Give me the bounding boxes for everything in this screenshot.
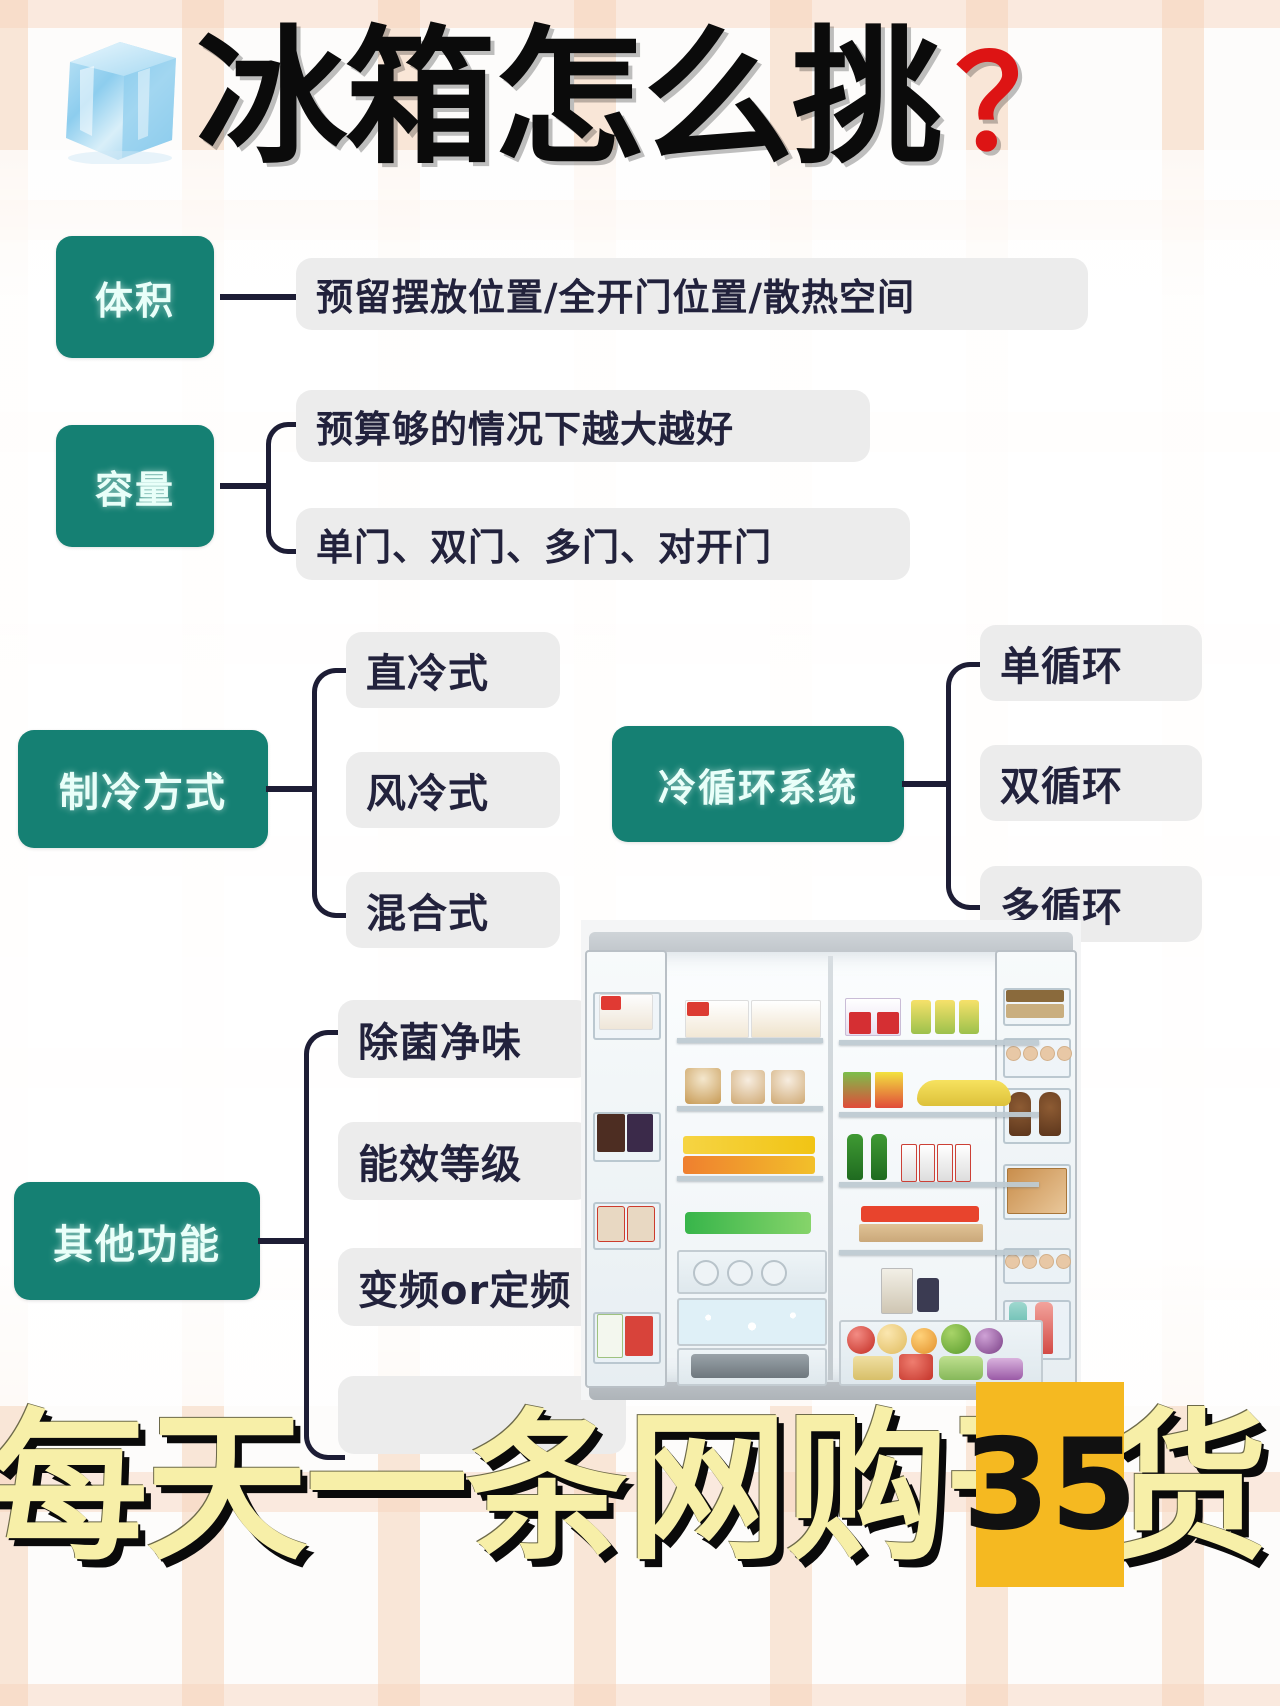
connector-cooling-stem: [266, 786, 314, 792]
fridge-right-door: [995, 950, 1077, 1388]
question-mark-icon: ？: [954, 28, 1088, 180]
pill-other-1-label: 能效等级: [358, 1142, 522, 1188]
pill-cold-circulation-1-label: 双循环: [1000, 764, 1123, 810]
fridge-left-door: [585, 950, 667, 1388]
episode-number: 35: [962, 1410, 1138, 1558]
pill-cold-circulation-0[interactable]: 单循环: [980, 625, 1202, 701]
pill-cooling-0[interactable]: 直冷式: [346, 632, 560, 708]
ice-cube-icon: [66, 42, 176, 164]
node-cooling-method[interactable]: 制冷方式: [18, 730, 268, 848]
connector-other-stem: [258, 1238, 306, 1244]
bracket-cooling: [312, 668, 353, 918]
pill-cooling-1[interactable]: 风冷式: [346, 752, 560, 828]
connector-capacity-stem: [220, 483, 268, 489]
pill-cold-circulation-0-label: 单循环: [1000, 644, 1123, 690]
pill-cooling-1-label: 风冷式: [366, 771, 489, 817]
node-cooling-method-label: 制冷方式: [59, 770, 227, 816]
connector-volume: [220, 294, 296, 300]
connector-cold-circulation-stem: [902, 781, 950, 787]
egg-tray: [1006, 1046, 1072, 1061]
bracket-capacity: [266, 422, 305, 554]
node-volume-label: 体积: [94, 278, 175, 323]
page-title: 冰箱怎么挑？: [196, 8, 1088, 194]
pill-other-2[interactable]: 变频or定频: [338, 1248, 626, 1326]
bracket-other-functions: [304, 1030, 345, 1460]
pill-cooling-2[interactable]: 混合式: [346, 872, 560, 948]
pill-volume-0-label: 预留摆放位置/全开门位置/散热空间: [316, 276, 916, 319]
header: 冰箱怎么挑？: [0, 0, 1280, 200]
pill-cooling-2-label: 混合式: [366, 891, 489, 937]
node-cold-circulation-label: 冷循环系统: [657, 765, 858, 810]
node-capacity[interactable]: 容量: [56, 425, 214, 547]
node-cold-circulation[interactable]: 冷循环系统: [612, 726, 904, 842]
pill-capacity-1[interactable]: 单门、双门、多门、对开门: [296, 508, 910, 580]
node-capacity-label: 容量: [94, 467, 175, 512]
pill-capacity-1-label: 单门、双门、多门、对开门: [316, 526, 772, 569]
pill-capacity-0[interactable]: 预算够的情况下越大越好: [296, 390, 870, 462]
node-other-functions-label: 其他功能: [53, 1222, 221, 1268]
refrigerator-photo: [581, 920, 1081, 1400]
pill-other-3[interactable]: [338, 1376, 626, 1454]
episode-number-badge: 35: [962, 1382, 1138, 1587]
pill-cold-circulation-1[interactable]: 双循环: [980, 745, 1202, 821]
pill-capacity-0-label: 预算够的情况下越大越好: [316, 408, 734, 451]
pill-other-0-label: 除菌净味: [358, 1020, 522, 1066]
node-volume[interactable]: 体积: [56, 236, 214, 358]
pill-volume-0[interactable]: 预留摆放位置/全开门位置/散热空间: [296, 258, 1088, 330]
page-title-text: 冰箱怎么挑: [196, 12, 943, 184]
node-other-functions[interactable]: 其他功能: [14, 1182, 260, 1300]
pill-other-1[interactable]: 能效等级: [338, 1122, 592, 1200]
bracket-cold-circulation: [946, 662, 987, 910]
fridge-center-divider: [828, 956, 833, 1380]
pill-other-2-label: 变频or定频: [358, 1268, 572, 1314]
pill-other-0[interactable]: 除菌净味: [338, 1000, 592, 1078]
pill-cooling-0-label: 直冷式: [366, 651, 489, 697]
